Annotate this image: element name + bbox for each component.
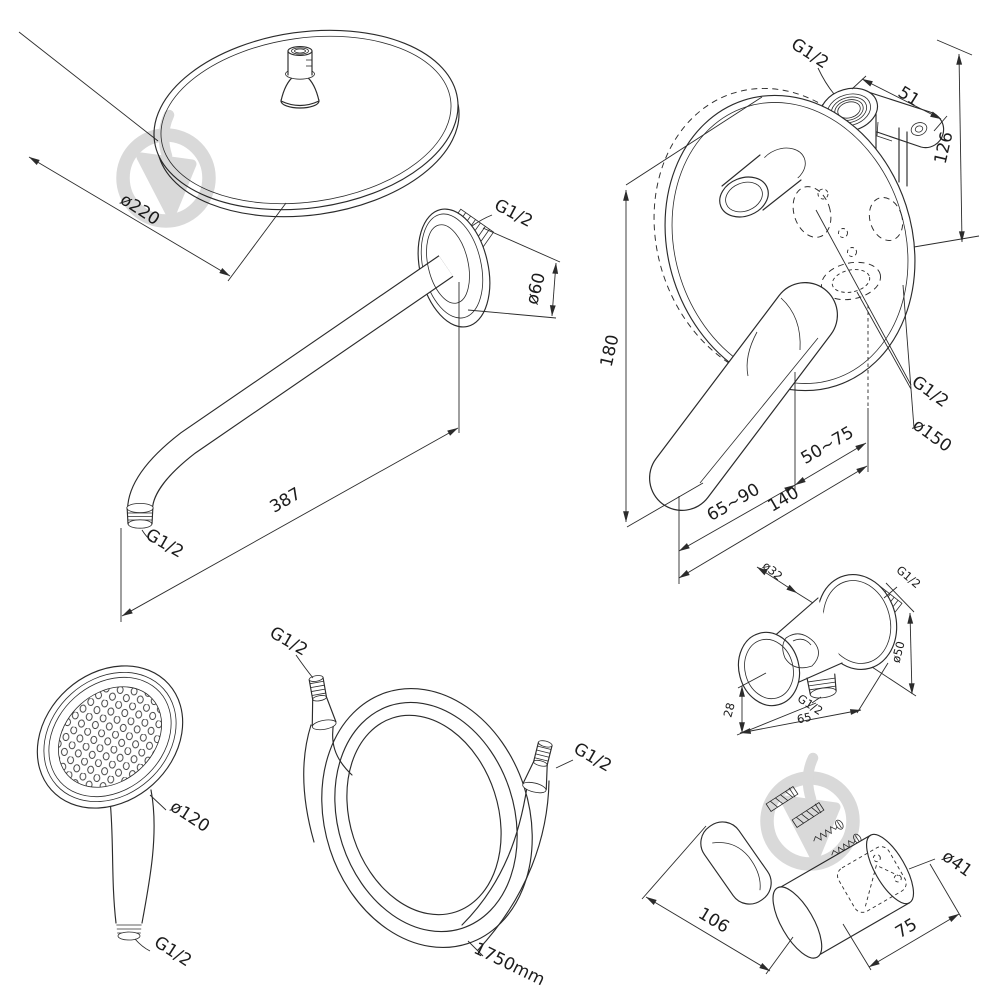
overhead-shower-drawing: ø220 [18,29,460,282]
wall-elbow-drawing: ø32 G1/2 ø50 28 G1/2 65 [720,559,924,736]
holder-cylinder [772,833,915,959]
hose-drawing: G1/2 G1/2 1750mm [266,623,615,990]
mixer-handle [649,282,838,511]
hose-thread-b-label: G1/2 [570,739,615,777]
mixer-inlet-thread-label: G1/2 [787,34,832,73]
elbow-body-diameter-label: ø32 [760,559,786,584]
hand-shower-head [36,665,184,809]
mixer-bracket-length-label: 51 [894,83,923,111]
hose-nut-left [308,675,337,731]
elbow-outlet-thread [806,673,837,699]
holder-length-label: 106 [695,904,733,938]
mixer-plate-diameter-label: ø150 [909,415,955,456]
mixer-plate-depth-label: 50~75 [798,423,858,469]
arm-outlet-thread-label: G1/2 [142,525,187,563]
hand-shower-drawing: ø120 G1/2 [36,665,213,971]
mixer-diverter-knob [719,147,806,218]
elbow-flange-diameter-label: ø50 [889,640,908,665]
arm-flange-diameter-label: ø60 [522,271,550,307]
hand-shower-diameter-label: ø120 [166,797,213,837]
hose-thread-a-label: G1/2 [266,623,311,661]
mixer-outlet-thread-label: G1/2 [908,372,953,412]
elbow-width-label: 65 [796,710,813,727]
mixer-trim-plate [664,94,916,392]
concealed-mixer-drawing: G1/2 51 126 180 G1/2 ø150 65~90 [597,34,980,584]
holder-diameter-label: ø41 [938,846,976,881]
hand-shower-handle [109,789,155,941]
arm-wall-thread-label: G1/2 [491,195,536,232]
watermark-logo [760,752,860,871]
shower-arm-drawing: G1/2 ø60 387 G1/2 [120,195,561,622]
arm-outlet-thread [126,502,154,529]
mixer-body-height-label: 180 [597,333,624,369]
hose-nut-right [522,740,553,794]
mixer-body-width-label: 140 [764,483,802,517]
hand-shower-thread-label: G1/2 [150,932,195,971]
hose-length-label: 1750mm [470,939,547,990]
mixer-inlet-height-label: 126 [931,130,958,166]
holder-drawing: ø41 106 75 [641,785,976,975]
elbow-wall-thread-label: G1/2 [894,563,924,591]
dim-holder: ø41 106 75 [641,825,976,975]
elbow-outlet-offset-label: 28 [720,701,737,719]
arm-length-label: 387 [266,484,304,518]
shower-head-connector [280,46,320,109]
watermark-logo [116,109,216,228]
